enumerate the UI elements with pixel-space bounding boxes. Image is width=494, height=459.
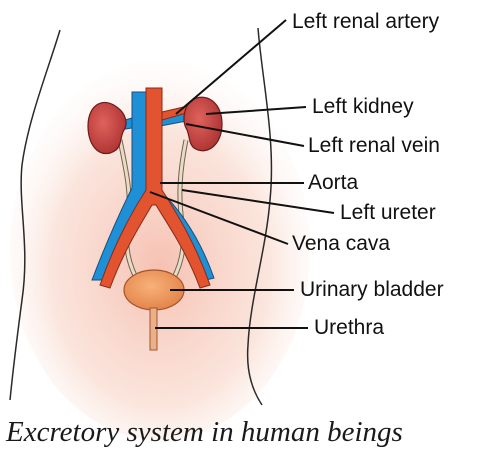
label-urethra: Urethra <box>314 317 384 338</box>
label-aorta: Aorta <box>308 172 358 193</box>
label-left-kidney: Left kidney <box>312 96 414 117</box>
label-left-renal-artery: Left renal artery <box>292 11 439 32</box>
label-left-ureter: Left ureter <box>340 202 436 223</box>
label-vena-cava: Vena cava <box>292 233 390 254</box>
label-left-renal-vein: Left renal vein <box>308 135 440 156</box>
label-urinary-bladder: Urinary bladder <box>300 279 444 300</box>
figure-caption: Excretory system in human beings <box>6 418 403 447</box>
